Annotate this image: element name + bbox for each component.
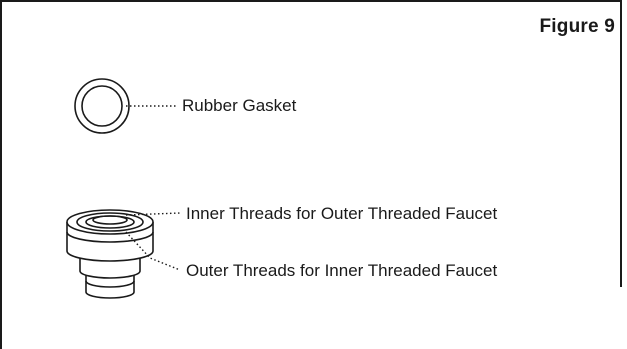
figure-label: Figure 9 bbox=[539, 16, 615, 37]
rubber-gasket-label: Rubber Gasket bbox=[182, 96, 297, 115]
inner-threads-label: Inner Threads for Outer Threaded Faucet bbox=[186, 204, 498, 223]
faucet-adapter-illustration bbox=[66, 209, 154, 299]
outer-threads-label: Outer Threads for Inner Threaded Faucet bbox=[186, 261, 498, 280]
inner-threads-leader-line bbox=[125, 212, 181, 216]
frame-right-border bbox=[620, 0, 622, 287]
outer-threads-leader-line bbox=[125, 231, 181, 271]
frame-left-border bbox=[0, 0, 2, 349]
rubber-gasket-illustration bbox=[74, 78, 130, 134]
frame-top-border bbox=[0, 0, 622, 2]
